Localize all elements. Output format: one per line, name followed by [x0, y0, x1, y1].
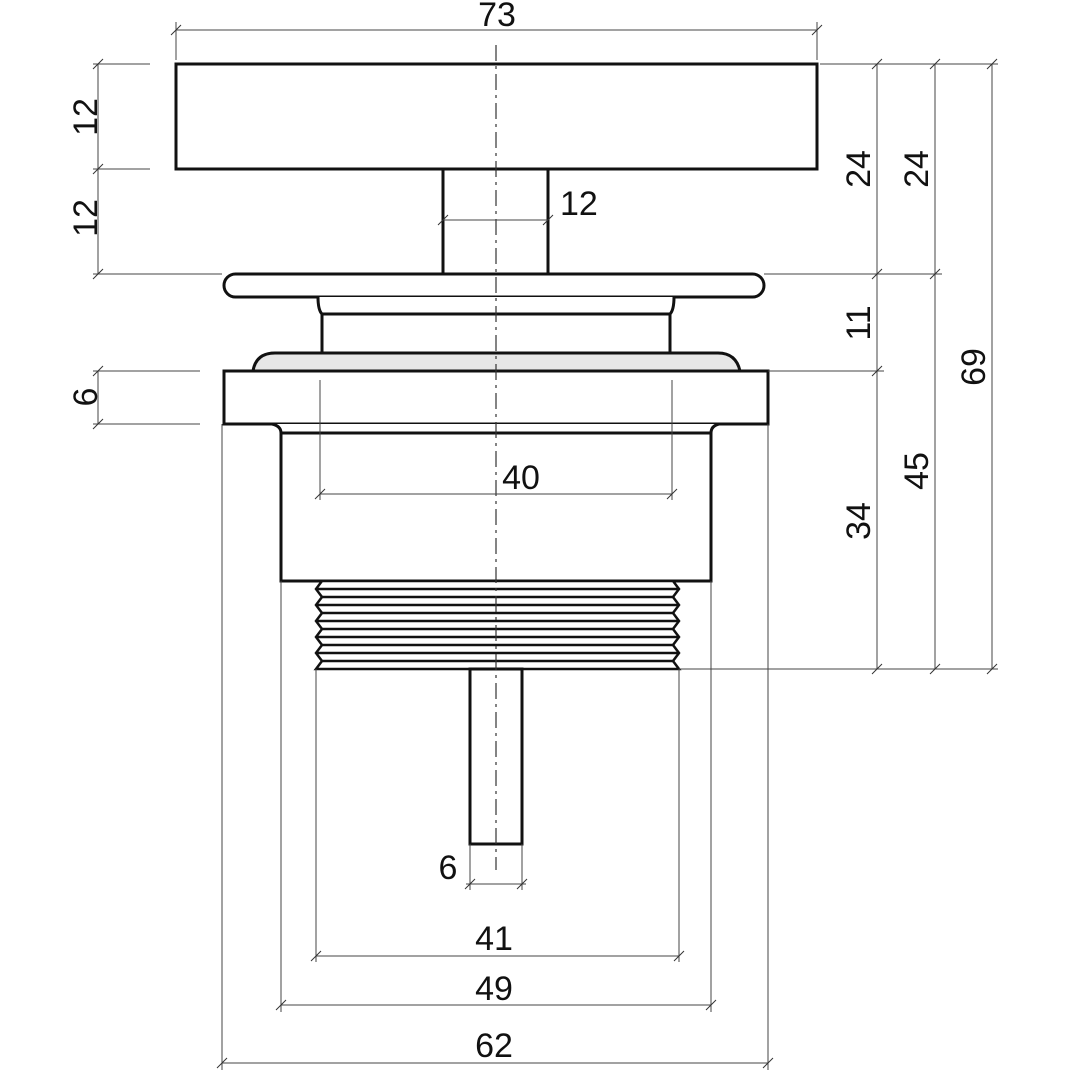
- gasket: [251, 351, 742, 373]
- dim-cap-stem-height-b: 24: [898, 150, 936, 188]
- dim-inner-width: 40: [502, 459, 540, 497]
- dim-stem-height: 12: [67, 199, 105, 237]
- disc-rim: [222, 272, 766, 299]
- dim-cap-height: 12: [67, 98, 105, 136]
- dim-body-height: 34: [840, 502, 878, 540]
- dim-stem-width: 12: [560, 185, 598, 223]
- dim-thread-width: 41: [475, 920, 513, 958]
- dim-overall-height: 69: [955, 348, 993, 386]
- dim-body-width: 49: [475, 970, 513, 1008]
- dim-lower-height: 45: [898, 452, 936, 490]
- dim-flange-height: 6: [67, 388, 105, 407]
- thread: [313, 579, 682, 671]
- waste-plug-part: [174, 62, 819, 846]
- dim-top-width: 73: [478, 0, 516, 34]
- dimension-labels: 73 12 12 12 24 24 11 69 6 40 34 45 6 41 …: [67, 0, 993, 1065]
- dimension-lines: [92, 22, 998, 1070]
- dim-cap-stem-height-a: 24: [840, 150, 878, 188]
- dim-collar-height: 11: [840, 305, 878, 340]
- dim-flange-width: 62: [475, 1027, 513, 1065]
- dim-pin-width: 6: [439, 849, 458, 887]
